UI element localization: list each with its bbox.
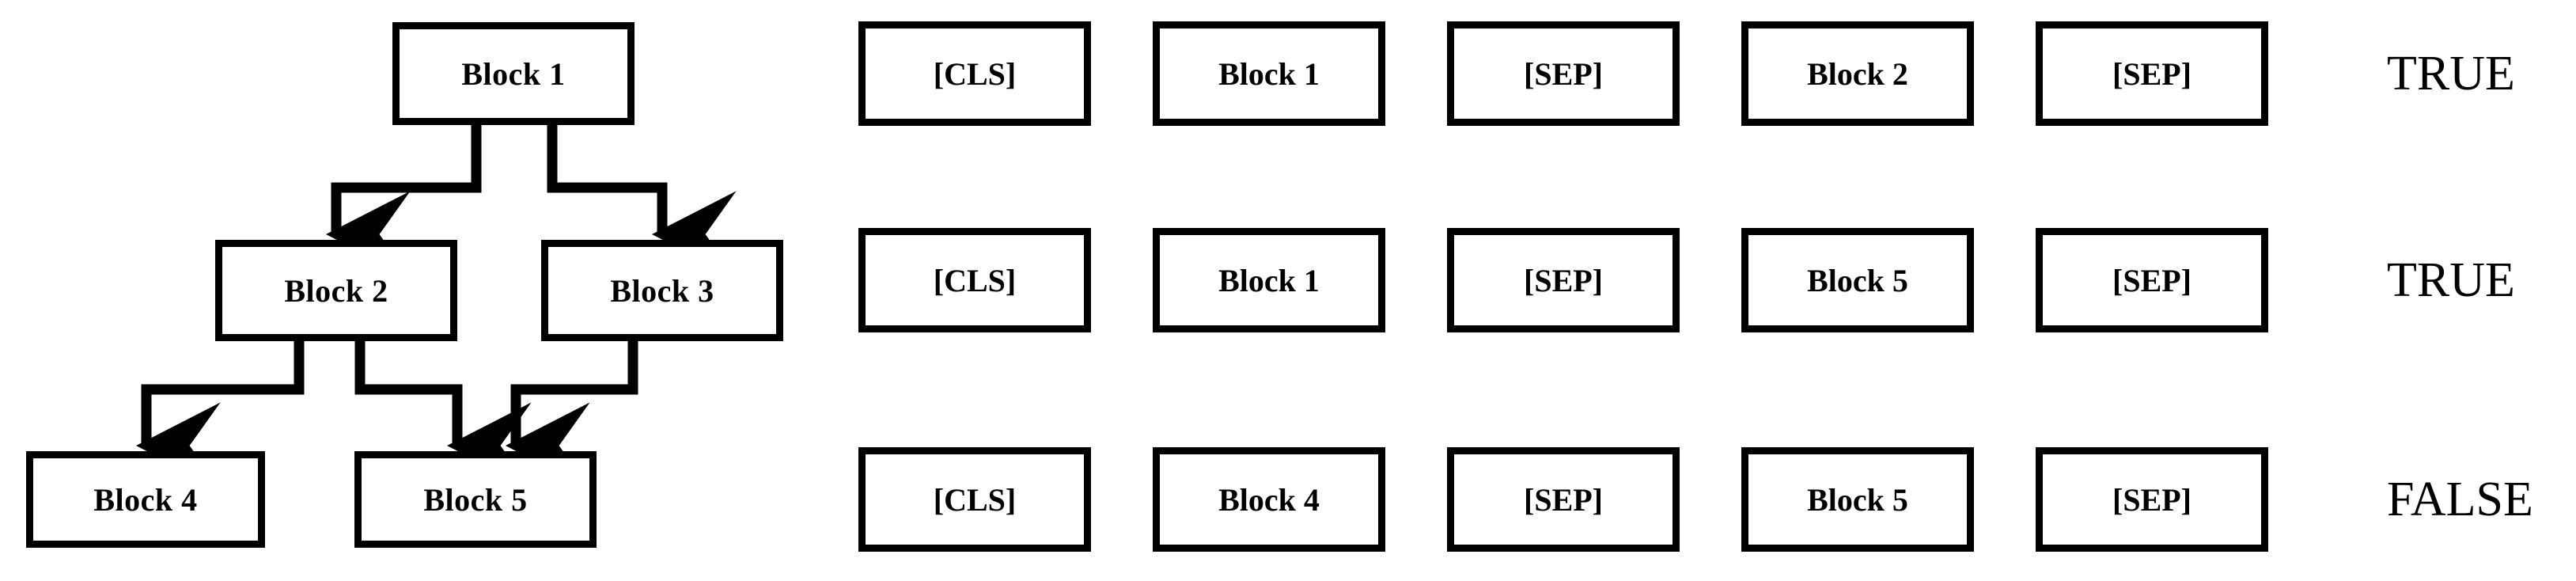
token-sequence-row: [CLS] Block 4 [SEP] Block 5 [SEP] FALSE: [858, 446, 2576, 553]
token-label: Block 1: [1218, 55, 1320, 92]
flow-node-block1-label: Block 1: [461, 55, 566, 92]
sequence-verdict-label: TRUE: [2387, 47, 2515, 101]
flow-node-block4-label: Block 4: [93, 481, 198, 518]
control-flow-graph: Block 1 Block 2 Block 3 Block 4 Block 5: [0, 0, 823, 581]
token-label: [SEP]: [2112, 481, 2191, 518]
token-label: [SEP]: [1524, 481, 1603, 518]
token-label: [CLS]: [933, 481, 1017, 518]
token-label: [CLS]: [933, 55, 1017, 92]
token-box[interactable]: [CLS]: [858, 21, 1091, 126]
edge-block2-block4: [135, 341, 305, 489]
sequence-verdict-label: FALSE: [2387, 473, 2533, 526]
token-label: [SEP]: [2112, 262, 2191, 298]
flow-node-block3[interactable]: Block 3: [541, 240, 783, 341]
token-label: Block 2: [1807, 55, 1908, 92]
token-box[interactable]: [SEP]: [1447, 21, 1680, 126]
token-box[interactable]: [SEP]: [2036, 21, 2268, 126]
token-box[interactable]: Block 2: [1741, 21, 1974, 126]
token-box[interactable]: [SEP]: [2036, 447, 2268, 552]
token-label: [SEP]: [1524, 55, 1603, 92]
flow-node-block4[interactable]: Block 4: [26, 451, 265, 548]
flow-connectors: [135, 125, 737, 489]
flow-node-block3-label: Block 3: [610, 272, 714, 309]
token-label: Block 1: [1218, 262, 1320, 298]
token-box[interactable]: [CLS]: [858, 228, 1091, 332]
token-label: [SEP]: [2112, 55, 2191, 92]
token-box[interactable]: [SEP]: [2036, 228, 2268, 332]
flow-node-block5[interactable]: Block 5: [354, 451, 597, 548]
token-box[interactable]: Block 5: [1741, 447, 1974, 552]
sequence-verdict-label: TRUE: [2387, 253, 2515, 307]
token-sequence-list: [CLS] Block 1 [SEP] Block 2 [SEP] TRUE […: [858, 0, 2576, 581]
token-box[interactable]: [SEP]: [1447, 228, 1680, 332]
token-label: Block 5: [1807, 262, 1908, 298]
token-sequence-row: [CLS] Block 1 [SEP] Block 2 [SEP] TRUE: [858, 21, 2576, 127]
token-box[interactable]: Block 1: [1153, 21, 1385, 126]
token-box[interactable]: [SEP]: [1447, 447, 1680, 552]
flow-node-block2-label: Block 2: [284, 272, 388, 309]
token-sequence-row: [CLS] Block 1 [SEP] Block 5 [SEP] TRUE: [858, 227, 2576, 333]
flow-node-block2[interactable]: Block 2: [215, 240, 457, 341]
token-box[interactable]: Block 5: [1741, 228, 1974, 332]
token-label: Block 4: [1218, 481, 1320, 518]
token-box[interactable]: Block 4: [1153, 447, 1385, 552]
token-label: [SEP]: [1524, 262, 1603, 298]
token-label: [CLS]: [933, 262, 1017, 298]
token-label: Block 5: [1807, 481, 1908, 518]
flow-node-block1[interactable]: Block 1: [392, 22, 635, 125]
flow-node-block5-label: Block 5: [423, 481, 528, 518]
token-box[interactable]: Block 1: [1153, 228, 1385, 332]
token-box[interactable]: [CLS]: [858, 447, 1091, 552]
edge-block2-block5: [354, 341, 532, 489]
edge-block3-block5: [505, 341, 638, 489]
edge-block1-block2: [325, 125, 482, 278]
edge-block1-block3: [547, 125, 737, 278]
